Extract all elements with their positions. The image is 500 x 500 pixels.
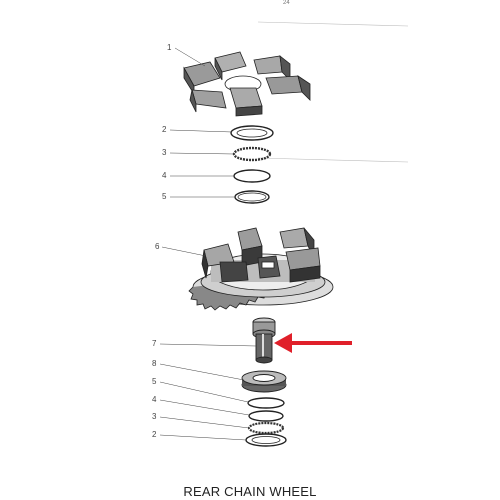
part-5-ring-bottom	[247, 397, 285, 409]
scan-line	[257, 157, 409, 163]
part-3-circlip-bottom	[247, 421, 285, 435]
part-3-circlip-top	[232, 146, 272, 162]
diagram-caption: REAR CHAIN WHEEL	[183, 484, 317, 499]
page-number: 24	[283, 0, 290, 6]
callout-2-top: 2	[162, 125, 167, 134]
callout-5-top: 5	[162, 192, 167, 201]
part-5-ring-top	[234, 190, 270, 204]
part-8-bearing	[241, 370, 287, 393]
callout-4-top: 4	[162, 171, 167, 180]
red-pointer-arrow	[274, 333, 352, 353]
part-4-ring-top	[233, 169, 271, 183]
part-2-washer-bottom	[245, 433, 287, 447]
scan-line	[257, 21, 409, 27]
part-2-washer-top	[230, 125, 274, 141]
part-1-cush-drive-rubbers	[183, 51, 311, 117]
callout-5-bottom: 5	[152, 377, 157, 386]
callout-7: 7	[152, 339, 157, 348]
part-7-spacer-sleeve	[252, 317, 276, 364]
callout-4-bottom: 4	[152, 395, 157, 404]
part-6-rear-chain-wheel	[188, 227, 334, 311]
leader-lines	[159, 47, 257, 441]
callout-2-bottom: 2	[152, 430, 157, 439]
part-4-ring-bottom	[248, 410, 284, 422]
callout-8: 8	[152, 359, 157, 368]
callout-6: 6	[155, 242, 160, 251]
callout-3-bottom: 3	[152, 412, 157, 421]
callout-1: 1	[167, 43, 172, 52]
callout-3-top: 3	[162, 148, 167, 157]
